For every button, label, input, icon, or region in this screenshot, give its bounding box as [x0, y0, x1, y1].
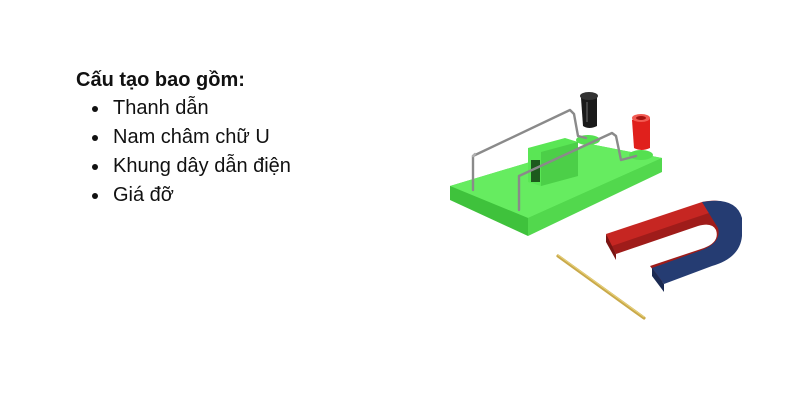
wire-frame	[471, 108, 638, 212]
bullet-icon	[92, 164, 98, 170]
components-list: Thanh dẫn Nam châm chữ U Khung dây dẫn đ…	[76, 94, 291, 210]
bullet-icon	[92, 193, 98, 199]
green-base	[450, 135, 662, 236]
list-item: Khung dây dẫn điện	[92, 152, 291, 181]
list-item-label: Khung dây dẫn điện	[113, 155, 291, 177]
content-block: Cấu tạo bao gồm: Thanh dẫn Nam châm chữ …	[76, 66, 291, 210]
list-heading: Cấu tạo bao gồm:	[76, 69, 245, 91]
terminal-red	[632, 114, 650, 150]
u-magnet	[606, 200, 742, 292]
conductor-rod	[556, 254, 646, 320]
terminal-black	[580, 92, 598, 128]
list-item-label: Giá đỡ	[113, 184, 174, 206]
bullet-icon	[92, 106, 98, 112]
list-item: Giá đỡ	[92, 181, 291, 210]
list-item-label: Thanh dẫn	[113, 97, 209, 119]
list-item: Nam châm chữ U	[92, 123, 291, 152]
apparatus-photo	[440, 78, 780, 328]
list-item: Thanh dẫn	[92, 94, 291, 123]
bullet-icon	[92, 135, 98, 141]
list-item-label: Nam châm chữ U	[113, 126, 270, 148]
